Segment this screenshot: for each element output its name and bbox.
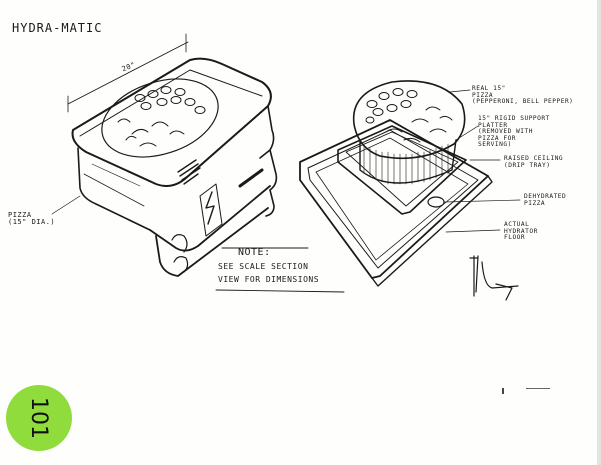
note-line-2: View for Dimensions bbox=[218, 275, 320, 284]
page-number: 101 bbox=[26, 397, 52, 439]
stray-mark bbox=[502, 388, 504, 394]
raised-ceiling-callout: Raised Ceiling (Drip Tray) bbox=[504, 155, 564, 169]
hydrator-floor-callout: Actual Hydrator Floor bbox=[504, 221, 538, 241]
dehydrated-pizza-callout: Dehydrated Pizza bbox=[524, 193, 567, 207]
page-edge bbox=[597, 0, 601, 465]
artist-signature bbox=[469, 255, 519, 301]
pizza-callout: Pizza (15" Dia.) bbox=[8, 211, 56, 227]
page-number-sticker: 101 bbox=[6, 385, 72, 451]
hydrator-unit-drawing bbox=[51, 33, 278, 277]
support-platter-callout: 15" Rigid Support Platter (Removed with … bbox=[478, 115, 550, 148]
note-heading: Note: bbox=[238, 247, 271, 258]
stray-mark bbox=[526, 388, 550, 389]
drawing-title: Hydra-Matic bbox=[12, 21, 103, 35]
hydrator-section-drawing bbox=[299, 80, 521, 287]
note-line-1: See Scale Section bbox=[218, 262, 309, 271]
real-pizza-callout: Real 15" Pizza (Pepperoni, Bell Pepper) bbox=[472, 85, 574, 105]
